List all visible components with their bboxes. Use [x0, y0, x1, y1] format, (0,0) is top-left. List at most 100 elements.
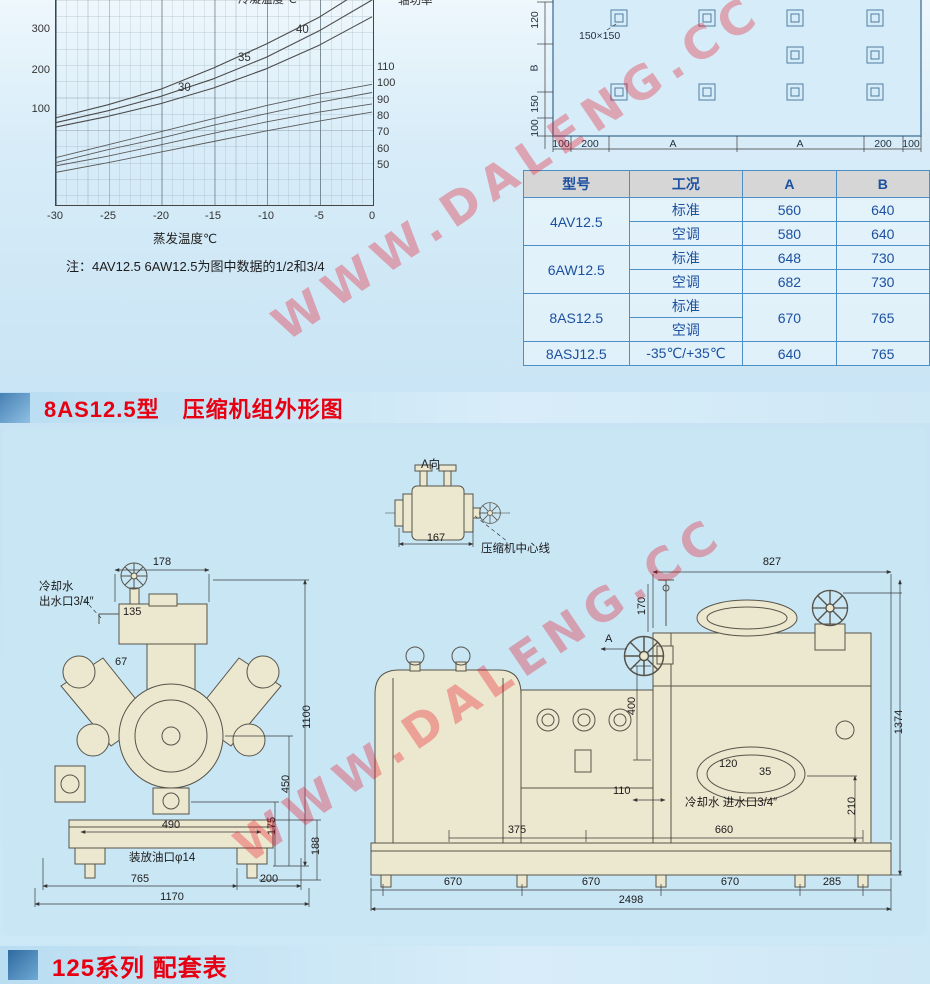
- cell-condition: 空调: [628, 221, 744, 246]
- cell-condition: 标准: [628, 197, 744, 222]
- section-view-arrow-label: A: [605, 633, 613, 645]
- foundation-dim: A: [669, 138, 677, 150]
- col-header-a: A: [742, 170, 837, 198]
- foundation-dim: B: [528, 64, 541, 72]
- dim-label-670: 670: [443, 876, 463, 888]
- coolant-out-size-label: 出水口3/4″: [39, 596, 94, 608]
- dim-label-827: 827: [762, 556, 782, 568]
- foundation-plan-block: 150×150 100 200 A A 200 100 120 B 150 10…: [523, 0, 930, 168]
- dim-label-1100: 1100: [300, 705, 313, 729]
- performance-chart: [54, 0, 373, 173]
- section-bullet-icon: [8, 950, 38, 980]
- dim-label-35: 35: [759, 766, 772, 778]
- dim-label-120: 120: [719, 758, 738, 770]
- dim-label-178: 178: [152, 556, 172, 568]
- dim-label-210: 210: [846, 796, 859, 816]
- dim-label-1374: 1374: [893, 709, 906, 735]
- cell-b: 730: [835, 245, 930, 270]
- curve-label-40: 40: [296, 24, 309, 36]
- col-header-model: 型号: [523, 170, 630, 198]
- shaft-power-label: 轴功率: [398, 0, 433, 7]
- view-a-label: A向: [421, 459, 441, 471]
- foundation-dim: 200: [581, 138, 599, 150]
- cell-model: 8ASJ12.5: [523, 341, 630, 366]
- section-header-outline: 8AS12.5型 压缩机组外形图: [0, 392, 930, 423]
- side-view-drawing: [370, 570, 902, 911]
- table-row: 6AW12.5 标准 648 730: [523, 245, 930, 294]
- axis-tick-left: 100: [31, 103, 50, 115]
- cell-condition: 标准: [628, 293, 744, 318]
- performance-chart-block: 冷凝温度℃ 轴功率 40 35 30 300 200 100 110 100 9…: [0, 0, 500, 300]
- cell-b: 640: [835, 221, 930, 246]
- cell-a: 580: [742, 221, 837, 246]
- dim-label-135: 135: [123, 606, 142, 618]
- cell-a: 560: [742, 197, 837, 222]
- coolant-out-label: 冷却水: [39, 581, 74, 593]
- dim-label-167: 167: [426, 532, 446, 544]
- dim-label-175: 175: [266, 816, 279, 836]
- cell-condition: 空调: [628, 269, 744, 294]
- dim-label-400: 400: [626, 696, 639, 716]
- cell-b: 640: [835, 197, 930, 222]
- dim-label-188: 188: [310, 836, 323, 856]
- outline-drawing-panel: A向 167 压缩机中心线 冷却水 出水口3/4″ 178 135 67 110…: [3, 428, 927, 936]
- col-header-condition: 工况: [628, 170, 744, 198]
- dim-label-170: 170: [636, 596, 649, 616]
- foundation-dim: 150: [528, 95, 541, 113]
- axis-tick-x: -10: [258, 210, 274, 222]
- cell-model: 6AW12.5: [523, 245, 630, 294]
- section-header-matching: 125系列 配套表: [0, 946, 930, 984]
- condensing-temp-label: 冷凝温度℃: [238, 0, 297, 6]
- table-row: 空调 682 730: [524, 269, 930, 294]
- axis-tick-right: 100: [377, 77, 396, 89]
- dim-label-67: 67: [115, 656, 128, 668]
- axis-tick-left: 200: [31, 64, 50, 76]
- axis-tick-x: 0: [368, 210, 376, 222]
- cell-b: 765: [835, 341, 930, 366]
- axis-tick-x: -20: [153, 210, 169, 222]
- dim-label-110: 110: [613, 785, 631, 797]
- cell-b: 765: [835, 293, 930, 342]
- cell-model: 8AS12.5: [523, 293, 630, 342]
- foundation-dim: 200: [874, 138, 892, 150]
- cell-condition: -35℃/+35℃: [628, 341, 744, 366]
- coolant-in-label: 冷却水 进水口3/4″: [685, 797, 778, 809]
- cell-a: 640: [742, 341, 837, 366]
- dim-label-285: 285: [822, 876, 842, 888]
- foundation-dim: 120: [528, 11, 541, 29]
- dim-label-2498: 2498: [618, 894, 644, 906]
- dim-label-670: 670: [720, 876, 740, 888]
- table-row: 空调: [524, 317, 930, 342]
- dim-label-490: 490: [161, 819, 181, 831]
- table-row: 8ASJ12.5 -35℃/+35℃ 640 765: [523, 341, 930, 366]
- top-view-drawing: [385, 464, 511, 547]
- chart-note: 注：4AV12.5 6AW12.5为图中数据的1/2和3/4: [66, 259, 325, 274]
- axis-tick-x: -5: [314, 210, 324, 222]
- foundation-dim: 100: [528, 119, 541, 137]
- foundation-dim: 100: [552, 138, 570, 150]
- cell-b: 730: [835, 269, 930, 294]
- x-axis-label: 蒸发温度℃: [152, 232, 218, 246]
- cell-condition: 标准: [628, 245, 744, 270]
- axis-tick-x: -25: [100, 210, 116, 222]
- axis-tick-x: -30: [47, 210, 63, 222]
- curve-label-35: 35: [238, 52, 251, 64]
- dim-label-670: 670: [581, 876, 601, 888]
- section-bullet-icon: [0, 392, 30, 423]
- axis-tick-x: -15: [205, 210, 221, 222]
- axis-tick-right: 110: [377, 61, 395, 73]
- axis-tick-right: 70: [377, 126, 390, 138]
- col-header-b: B: [835, 170, 930, 198]
- section-title-matching: 125系列 配套表: [52, 954, 228, 982]
- oil-port-label: 装放油口φ14: [129, 852, 196, 864]
- outline-drawing: [34, 464, 902, 911]
- axis-tick-right: 80: [377, 110, 390, 122]
- cell-a: 682: [742, 269, 837, 294]
- table-row: 4AV12.5 标准 560 640: [523, 197, 930, 246]
- axis-tick-right: 90: [377, 94, 390, 106]
- dim-label-200: 200: [259, 873, 279, 885]
- curve-label-30: 30: [178, 82, 191, 94]
- cell-model: 4AV12.5: [523, 197, 630, 246]
- axis-tick-left: 300: [31, 23, 50, 35]
